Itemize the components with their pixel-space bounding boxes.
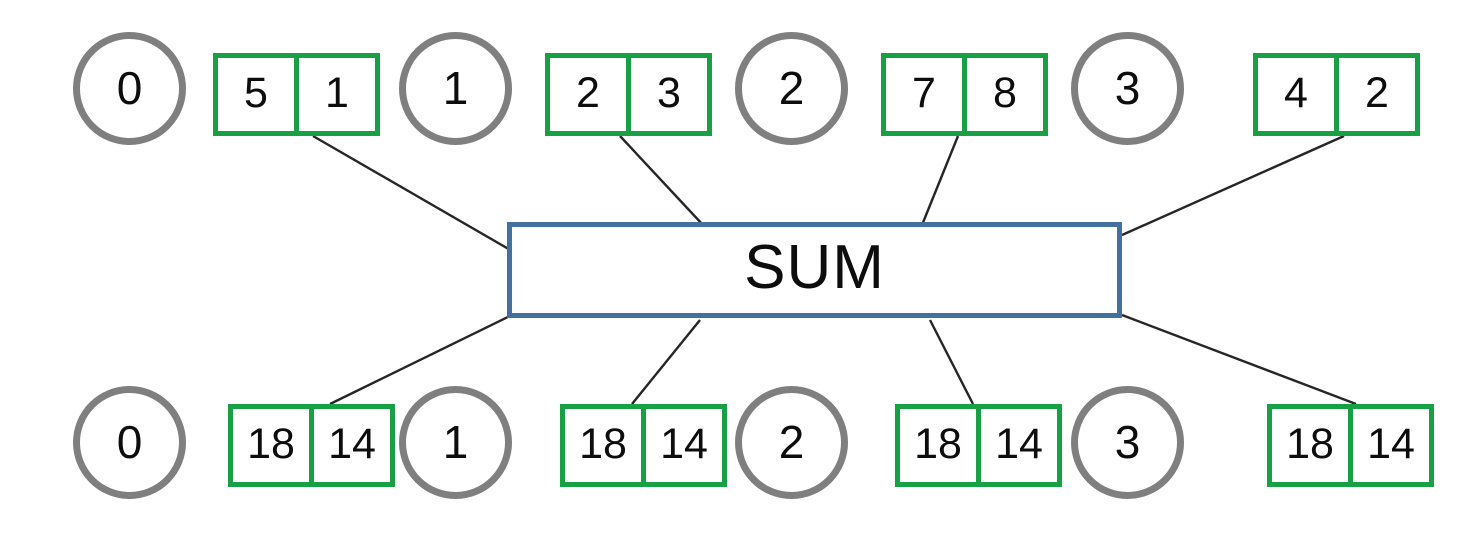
buffer-cell: 2 [545, 53, 631, 136]
buffer-top-3: 4 2 [1253, 53, 1420, 136]
cell-value: 14 [660, 419, 708, 468]
rank-label: 0 [116, 415, 143, 468]
buffer-bottom-3: 18 14 [1267, 404, 1434, 487]
buffer-top-2: 7 8 [881, 53, 1048, 136]
rank-circle-bottom-0: 0 [73, 386, 186, 499]
edge-top-1 [619, 135, 704, 226]
sum-operator-box: SUM [507, 222, 1122, 318]
buffer-bottom-2: 18 14 [895, 404, 1062, 487]
buffer-cell: 5 [213, 53, 299, 136]
cell-value: 14 [328, 419, 376, 468]
buffer-cell: 14 [641, 404, 727, 487]
rank-circle-top-3: 3 [1071, 32, 1184, 145]
buffer-top-0: 5 1 [213, 53, 380, 136]
buffer-cell: 18 [228, 404, 314, 487]
edge-bottom-0 [329, 313, 513, 406]
rank-circle-bottom-1: 1 [399, 386, 512, 499]
buffer-cell: 18 [895, 404, 981, 487]
rank-label: 1 [442, 61, 469, 114]
rank-circle-top-1: 1 [399, 32, 512, 145]
rank-label: 1 [442, 415, 469, 468]
rank-label: 0 [116, 61, 143, 114]
rank-label: 3 [1114, 61, 1141, 114]
cell-value: 18 [914, 419, 962, 468]
edge-bottom-3 [1121, 313, 1357, 406]
edge-bottom-1 [631, 319, 701, 405]
cell-value: 2 [576, 68, 600, 117]
buffer-cell: 7 [881, 53, 967, 136]
cell-value: 2 [1365, 68, 1389, 117]
cell-value: 18 [247, 419, 295, 468]
buffer-cell: 1 [294, 53, 380, 136]
buffer-cell: 14 [309, 404, 395, 487]
edge-bottom-2 [928, 319, 975, 405]
buffer-cell: 18 [1267, 404, 1353, 487]
cell-value: 18 [1286, 419, 1334, 468]
rank-circle-top-2: 2 [735, 32, 848, 145]
buffer-cell: 18 [560, 404, 646, 487]
rank-circle-bottom-3: 3 [1071, 386, 1184, 499]
rank-circle-top-0: 0 [73, 32, 186, 145]
cell-value: 4 [1284, 68, 1308, 117]
edge-top-3 [1121, 134, 1345, 237]
cell-value: 5 [244, 68, 268, 117]
buffer-bottom-1: 18 14 [560, 404, 727, 487]
buffer-cell: 8 [962, 53, 1048, 136]
edge-top-0 [312, 134, 513, 253]
buffer-cell: 2 [1334, 53, 1420, 136]
rank-label: 2 [778, 61, 805, 114]
cell-value: 14 [1367, 419, 1415, 468]
buffer-bottom-0: 18 14 [228, 404, 395, 487]
rank-label: 3 [1114, 415, 1141, 468]
buffer-cell: 14 [976, 404, 1062, 487]
rank-circle-bottom-2: 2 [735, 386, 848, 499]
cell-value: 14 [995, 419, 1043, 468]
buffer-cell: 3 [626, 53, 712, 136]
cell-value: 1 [325, 68, 349, 117]
cell-value: 3 [657, 68, 681, 117]
buffer-cell: 4 [1253, 53, 1339, 136]
cell-value: 8 [993, 68, 1017, 117]
cell-value: 18 [579, 419, 627, 468]
buffer-top-1: 2 3 [545, 53, 712, 136]
cell-value: 7 [912, 68, 936, 117]
sum-operator-label: SUM [744, 233, 885, 302]
edge-top-2 [920, 135, 960, 226]
buffer-cell: 14 [1348, 404, 1434, 487]
rank-label: 2 [778, 415, 805, 468]
